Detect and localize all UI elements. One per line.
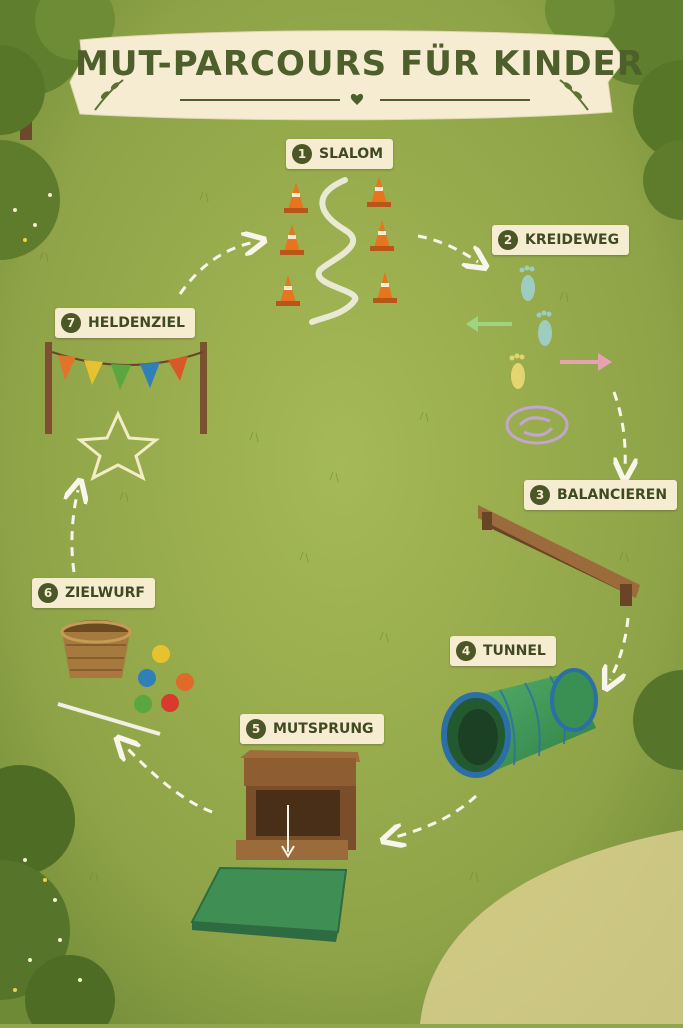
chalk-star-icon <box>76 410 160 482</box>
dashed-arrow-icon <box>178 242 255 295</box>
kreideweg-station <box>466 265 612 445</box>
chalk-footprint-icon <box>536 310 552 346</box>
station-label-zielwurf: 6 ZIELWURF <box>32 578 155 608</box>
ball-icon <box>176 673 194 691</box>
ball-icon <box>134 695 152 713</box>
finish-goal <box>45 342 207 434</box>
station-name: MUTSPRUNG <box>273 721 374 737</box>
grass-texture <box>39 191 629 883</box>
flowers <box>13 193 82 982</box>
station-label-tunnel: 4 TUNNEL <box>450 636 556 666</box>
ball-icon <box>138 669 156 687</box>
station-label-kreideweg: 2 KREIDEWEG <box>492 225 630 255</box>
chalk-circle-arrows-icon <box>505 405 569 445</box>
ball-icon <box>161 694 179 712</box>
traffic-cone-icon <box>367 176 391 207</box>
station-label-mutsprung: 5 MUTSPRUNG <box>240 714 384 744</box>
traffic-cone-icon <box>276 275 300 306</box>
station-number-badge: 7 <box>61 313 81 333</box>
play-tunnel <box>441 668 598 778</box>
tree-top-left <box>0 0 115 140</box>
dashed-arrow-icon <box>417 234 478 262</box>
traffic-cone-icon <box>370 220 394 251</box>
chalk-arrow-icon <box>466 316 512 332</box>
chalk-footprint-icon <box>509 353 525 389</box>
title-banner-shape <box>69 30 626 121</box>
gym-mat <box>190 866 348 942</box>
station-name: BALANCIEREN <box>557 487 668 503</box>
station-name: TUNNEL <box>483 643 546 659</box>
slalom-station <box>276 176 397 325</box>
station-name: KREIDEWEG <box>525 232 620 248</box>
dashed-arrow-icon <box>610 617 630 680</box>
bunting-flags-icon <box>58 355 188 390</box>
yellow-flowers <box>13 238 47 992</box>
station-number-badge: 5 <box>246 719 266 739</box>
basket-icon <box>60 620 132 678</box>
throw-line <box>57 702 161 736</box>
traffic-cone-icon <box>373 272 397 303</box>
station-name: ZIELWURF <box>65 585 145 601</box>
dashed-arrow-icon <box>72 490 78 573</box>
station-label-heldenziel: 7 HELDENZIEL <box>55 308 195 338</box>
ball-icon <box>152 645 170 663</box>
chalk-line <box>309 177 359 325</box>
station-name: HELDENZIEL <box>88 315 185 331</box>
station-number-badge: 3 <box>530 485 550 505</box>
sand-path <box>420 830 683 1024</box>
station-number-badge: 6 <box>38 583 58 603</box>
traffic-cone-icon <box>280 224 304 255</box>
chalk-arrow-icon <box>560 353 612 371</box>
dashed-arrow-icon <box>392 794 478 838</box>
bush-left <box>0 140 115 1028</box>
station-name: SLALOM <box>319 146 384 162</box>
dashed-arrow-icon <box>614 391 625 470</box>
dashed-arrow-icon <box>124 745 213 814</box>
station-label-balancieren: 3 BALANCIEREN <box>524 480 678 510</box>
page-title: MUT-PARCOURS FÜR KINDER <box>75 44 644 84</box>
bush-right <box>633 140 683 770</box>
station-number-badge: 1 <box>292 144 312 164</box>
wooden-box <box>236 750 360 860</box>
station-number-badge: 2 <box>498 230 518 250</box>
station-number-badge: 4 <box>456 641 476 661</box>
route-arrows <box>72 236 628 838</box>
balance-beam <box>478 505 640 606</box>
title-banner: MUT-PARCOURS FÜR KINDER <box>75 22 644 122</box>
chalk-footprint-icon <box>519 265 535 301</box>
traffic-cone-icon <box>284 182 308 213</box>
station-label-slalom: 1 SLALOM <box>286 139 394 169</box>
